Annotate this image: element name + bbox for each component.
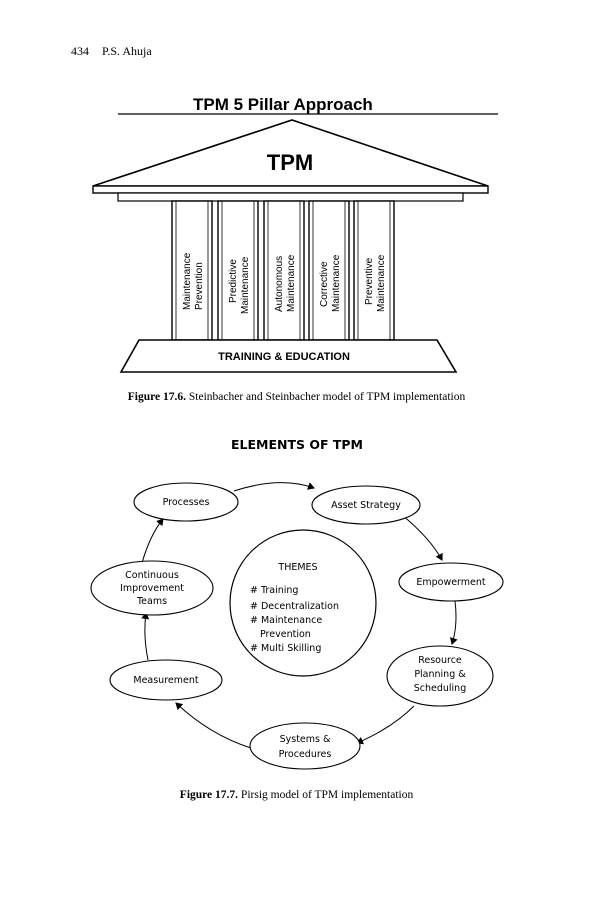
arc-asset-to-empowerment	[401, 514, 443, 561]
svg-text:Teams: Teams	[136, 596, 167, 607]
arc-measurement-to-continuous	[141, 612, 150, 661]
svg-text:Improvement: Improvement	[120, 583, 184, 594]
pillar-1-line1: Maintenance	[182, 252, 193, 310]
pillar-2-line2: Maintenance	[240, 256, 251, 314]
figure2-caption-label: Figure 17.7.	[179, 789, 239, 801]
node-resource-planning: Resource Planning & Scheduling	[386, 645, 494, 707]
svg-text:Procedures: Procedures	[279, 749, 332, 760]
theme-item-5: # Multi Skilling	[250, 643, 321, 654]
svg-text:Measurement: Measurement	[133, 675, 198, 686]
theme-item-2: # Decentralization	[250, 601, 339, 612]
arc-processes-to-asset	[233, 482, 315, 492]
pillar-2: Predictive Maintenance	[217, 200, 259, 341]
svg-text:Scheduling: Scheduling	[414, 683, 467, 694]
pillar-3-line1: Autonomous	[274, 256, 285, 312]
svg-text:Resource: Resource	[418, 655, 462, 666]
pillar-4-line1: Corrective	[319, 261, 330, 307]
base-label: TRAINING & EDUCATION	[218, 351, 350, 363]
pillar-5-line2: Maintenance	[376, 254, 387, 312]
pillar-2-line1: Predictive	[228, 259, 239, 303]
pillar-1: Maintenance Prevention	[171, 200, 213, 341]
pillar-1-line2: Prevention	[194, 262, 205, 310]
page-number: 434	[71, 44, 89, 58]
figure-elements-of-tpm: ELEMENTS OF TPM Processes Asset Strategy…	[90, 437, 504, 770]
figure-tpm-pillars: TPM 5 Pillar Approach TPM Maintenance Pr…	[92, 95, 498, 373]
running-author: P.S. Ahuja	[102, 44, 152, 58]
pillar-4-line2: Maintenance	[331, 254, 342, 312]
roof-label: TPM	[267, 150, 313, 175]
node-empowerment: Empowerment	[398, 562, 504, 602]
svg-text:Empowerment: Empowerment	[416, 577, 486, 588]
node-measurement: Measurement	[109, 659, 223, 701]
node-asset-strategy: Asset Strategy	[311, 485, 421, 525]
svg-text:Asset Strategy: Asset Strategy	[331, 500, 401, 511]
themes-circle: THEMES # Training # Decentralization # M…	[229, 529, 377, 677]
pillar-3: Autonomous Maintenance	[263, 200, 305, 341]
pillar-4: Corrective Maintenance	[308, 200, 350, 341]
theme-item-3: # Maintenance	[250, 615, 322, 626]
node-processes: Processes	[133, 482, 239, 522]
figure1-title: TPM 5 Pillar Approach	[193, 95, 373, 114]
figure2-title: ELEMENTS OF TPM	[231, 437, 363, 452]
figure2-caption-text: Pirsig model of TPM implementation	[238, 789, 414, 801]
theme-item-1: # Training	[250, 585, 298, 596]
arc-empowerment-to-resource	[449, 600, 458, 645]
figure2-caption: Figure 17.7. Pirsig model of TPM impleme…	[0, 789, 593, 801]
entablature	[92, 185, 489, 194]
node-continuous-improvement: Continuous Improvement Teams	[90, 560, 214, 616]
arc-resource-to-systems	[356, 705, 415, 745]
entablature-lower	[117, 192, 464, 202]
pillar-3-line2: Maintenance	[286, 254, 297, 312]
figure1-caption-text: Steinbacher and Steinbacher model of TPM…	[186, 391, 466, 403]
page-header: 434 P.S. Ahuja	[71, 44, 152, 59]
svg-text:Systems &: Systems &	[280, 734, 331, 745]
themes-heading: THEMES	[277, 562, 317, 573]
base-platform	[119, 339, 458, 373]
svg-text:Planning &: Planning &	[414, 669, 466, 680]
arc-systems-to-measurement	[175, 702, 252, 749]
svg-text:Processes: Processes	[163, 497, 210, 508]
pillar-5-line1: Preventive	[364, 257, 375, 305]
arc-continuous-to-processes	[141, 518, 164, 564]
figure1-caption-label: Figure 17.6.	[127, 391, 186, 403]
node-systems-procedures: Systems & Procedures	[249, 722, 361, 770]
theme-item-4: Prevention	[260, 629, 311, 640]
figure1-caption: Figure 17.6. Steinbacher and Steinbacher…	[0, 391, 593, 403]
pillar-5: Preventive Maintenance	[353, 200, 395, 341]
svg-text:Continuous: Continuous	[125, 570, 179, 581]
